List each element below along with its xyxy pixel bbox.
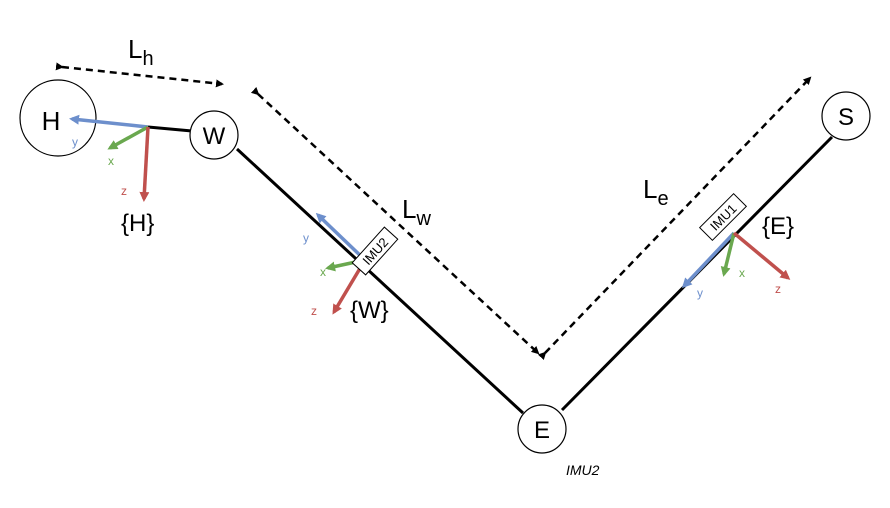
node-wrist-label: W xyxy=(203,123,226,150)
frame-hand-axes: y x z xyxy=(69,114,150,202)
node-elbow: E xyxy=(517,404,567,454)
elbow-x-axis xyxy=(720,232,736,277)
wrist-y-axis xyxy=(315,212,367,262)
frame-elbow-axes: y x z xyxy=(681,231,791,300)
length-label-hand: Lh xyxy=(128,34,154,70)
length-arrow-elbow xyxy=(537,76,812,361)
elbow-y-label: y xyxy=(697,286,703,300)
imu2-sensor: IMU2 xyxy=(351,226,399,276)
elbow-z-label: z xyxy=(775,282,781,296)
link-hand-wrist xyxy=(147,125,193,133)
imu1-sensor: IMU1 xyxy=(698,192,748,242)
hand-x-label: x xyxy=(108,154,114,168)
node-wrist: W xyxy=(189,110,239,160)
elbow-y-axis xyxy=(681,231,736,289)
frame-label-elbow: {E} xyxy=(762,213,794,240)
elbow-z-axis xyxy=(732,231,791,280)
length-arrow-wrist xyxy=(250,86,540,355)
frame-label-hand: {H} xyxy=(121,210,154,237)
link-wrist-elbow xyxy=(235,147,525,415)
frame-label-wrist: {W} xyxy=(350,297,389,324)
node-elbow-label: E xyxy=(534,417,550,444)
wrist-x-label: x xyxy=(320,265,326,279)
length-arrow-hand xyxy=(55,62,224,88)
wrist-y-label: y xyxy=(303,231,309,245)
node-shoulder-label: S xyxy=(838,104,854,131)
wrist-z-label: z xyxy=(311,304,317,318)
elbow-x-label: x xyxy=(739,266,745,280)
hand-z-label: z xyxy=(121,184,127,198)
node-hand: H xyxy=(19,79,97,157)
length-label-wrist: Lw xyxy=(402,194,431,230)
hand-y-axis xyxy=(69,114,149,129)
hand-y-label: y xyxy=(72,135,78,149)
node-shoulder: S xyxy=(821,91,871,141)
length-label-elbow: Le xyxy=(643,174,669,210)
hand-z-axis xyxy=(139,126,150,202)
hand-x-axis xyxy=(107,125,149,150)
node-hand-label: H xyxy=(42,106,61,136)
caption-imu2: IMU2 xyxy=(566,462,600,478)
